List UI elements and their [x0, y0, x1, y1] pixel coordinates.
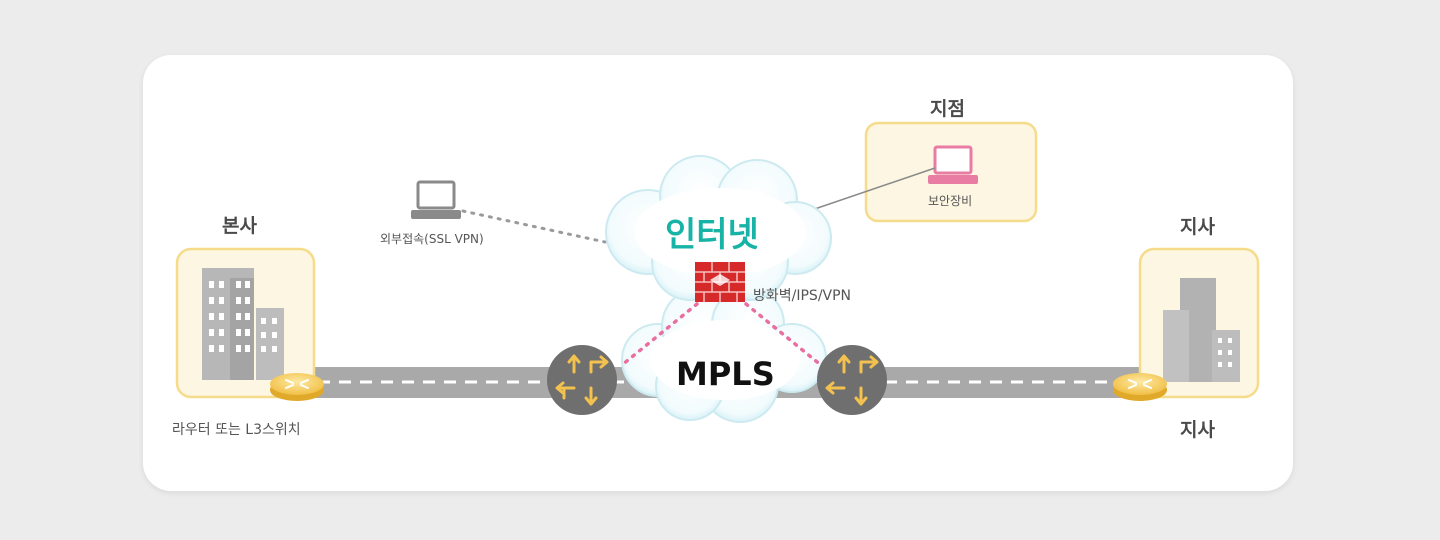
- edge-router-left-icon: [270, 373, 324, 401]
- router-switch-label: 라우터 또는 L3스위치: [172, 422, 301, 438]
- laptop-icon-pink: [928, 145, 978, 184]
- security-device-label: 보안장비: [928, 194, 973, 208]
- external-access-label: 외부접속(SSL VPN): [380, 232, 484, 246]
- branch-building-icon: [1163, 278, 1240, 382]
- core-router-right-icon: [817, 345, 887, 415]
- firewall-links: [620, 302, 824, 368]
- branch-label-top: 지사: [1180, 216, 1215, 238]
- hq-building-icon: [202, 268, 284, 380]
- mpls-label: MPLS: [676, 355, 775, 393]
- ssl-vpn-link: [461, 209, 607, 244]
- hq-label: 본사: [222, 215, 257, 237]
- branch-office-link: [799, 167, 936, 215]
- firewall-icon: [695, 262, 745, 302]
- branch-office-label: 지점: [930, 98, 965, 120]
- hq-box: [175, 247, 316, 399]
- edge-router-right-icon: [1113, 373, 1167, 401]
- branch-box: [1138, 247, 1260, 399]
- core-router-left-icon: [547, 345, 617, 415]
- internet-label: 인터넷: [665, 215, 759, 255]
- branch-office-box: [864, 121, 1038, 223]
- firewall-label: 방화벽/IPS/VPN: [753, 288, 852, 304]
- laptop-icon-grey: [411, 180, 461, 219]
- branch-label-bottom: 지사: [1180, 419, 1215, 441]
